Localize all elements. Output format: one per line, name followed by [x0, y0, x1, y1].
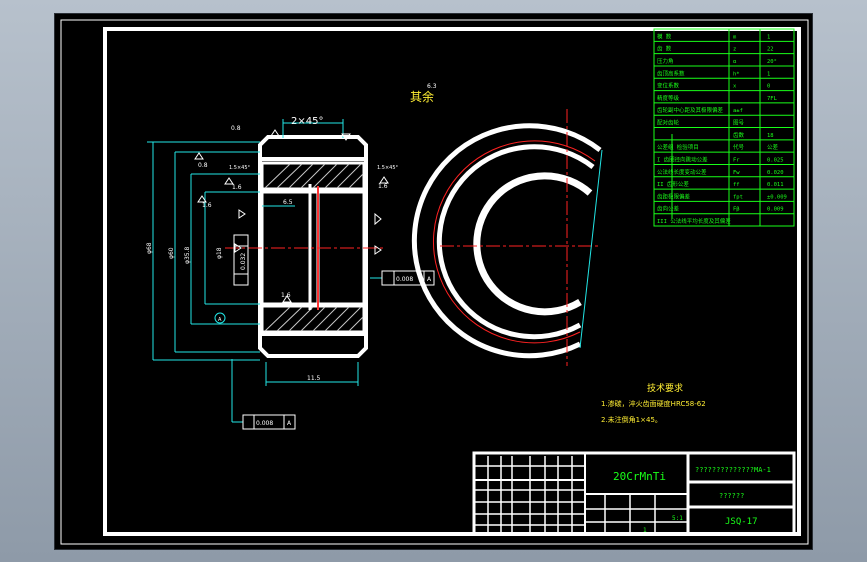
part-name-label: ??????????????MA-1 — [695, 466, 771, 474]
title-block: 20CrMnTi ??????????????MA-1 ?????? JSQ-1… — [472, 451, 796, 536]
dim-hub-label: 6.5 — [283, 199, 293, 206]
drawing-number-label: JSQ-17 — [725, 517, 758, 527]
param-name: II 齿形公差 — [657, 180, 689, 188]
tech-req-1: 1.渗碳，淬火齿面硬度HRC58-62 — [601, 399, 706, 408]
param-value: 20° — [767, 59, 777, 65]
param-symbol: Fw — [733, 170, 740, 176]
gear-parameter-table: 模 数 m 1 齿 数 z 22 压力角 α 20° 齿顶高系数 h* 1 变位系数 x 0 精度等级 7FL 齿… — [653, 28, 795, 227]
cad-viewport[interactable]: 2×45° 1.5×45° 1.5×45° 0.8 0.8 1.6 1.6 1.… — [54, 13, 813, 550]
param-value: 0.020 — [767, 170, 784, 176]
tech-req-2: 2.未注倒角1×45。 — [601, 415, 662, 424]
param-value: 18 — [767, 133, 774, 139]
param-name: 公法线长度变动公差 — [657, 168, 707, 176]
tolerance-bottom-value: 0.008 — [256, 420, 273, 427]
param-symbol: a±f — [733, 108, 743, 114]
param-value: 7FL — [767, 96, 778, 102]
tolerance-bottom-ref: A — [287, 420, 292, 427]
chamfer-right-label: 1.5×45° — [377, 165, 399, 171]
roughness-other-value: 6.3 — [427, 83, 437, 90]
param-value: ±0.009 — [767, 194, 787, 200]
param-value: 0.011 — [767, 182, 784, 188]
param-value: 22 — [767, 47, 774, 53]
param-symbol: z — [733, 47, 736, 53]
tolerance-runout-value: 0.008 — [396, 276, 413, 283]
chamfer-left-label: 1.5×45° — [229, 165, 251, 171]
count-cell: 1 — [643, 527, 647, 534]
param-name: I 齿圈径向跳动公差 — [657, 155, 708, 163]
scale-cell: 5:1 — [672, 515, 683, 522]
param-value: 0.009 — [767, 207, 784, 213]
section-view: 2×45° 1.5×45° 1.5×45° 0.8 0.8 1.6 1.6 1.… — [146, 83, 437, 430]
param-value: 0.025 — [767, 157, 784, 163]
param-name: 齿轮副中心距及其极限偏差 — [657, 106, 724, 114]
param-symbol: x — [733, 84, 737, 90]
param-symbol: 齿数 — [733, 131, 745, 139]
roughness-right-label: 1.6 — [378, 183, 388, 190]
param-symbol: m — [733, 34, 737, 40]
outer-border — [60, 19, 809, 545]
drawing-sheet: 2×45° 1.5×45° 1.5×45° 0.8 0.8 1.6 1.6 1.… — [60, 19, 809, 545]
inner-border — [103, 27, 801, 536]
param-name: 变位系数 — [657, 82, 680, 90]
param-symbol: ff — [733, 182, 740, 188]
roughness-other-label: 其余 — [410, 89, 434, 104]
param-value: 0 — [767, 84, 770, 90]
roughness-left-2-label: 1.6 — [232, 184, 242, 191]
param-name: 齿顶高系数 — [657, 69, 685, 77]
param-symbol: 图号 — [733, 119, 745, 127]
roughness-left-1-label: 0.8 — [198, 162, 208, 169]
dim-mid-label: φ60 — [168, 247, 175, 259]
tolerance-runout-ref: A — [427, 276, 432, 283]
param-name: 配对齿轮 — [657, 119, 680, 127]
param-name: 精度等级 — [657, 94, 680, 102]
material-label: 20CrMnTi — [613, 470, 666, 483]
tolerance-vertical-value: 0.032 — [240, 253, 247, 270]
param-name: 模 数 — [657, 32, 672, 40]
param-name: III 公法线平均长度及其偏差 — [657, 217, 731, 225]
roughness-left-3-label: 1.6 — [202, 202, 212, 209]
param-value: 公差 — [767, 143, 779, 151]
param-name: 齿向公差 — [657, 205, 680, 213]
param-symbol: 代号 — [733, 143, 745, 151]
param-value: 1 — [767, 34, 770, 40]
chamfer-top-label: 2×45° — [291, 116, 323, 127]
datum-label: A — [218, 317, 222, 323]
front-view — [411, 109, 603, 366]
tech-req-title: 技术要求 — [647, 382, 683, 394]
param-name: 公差组 检验项目 — [657, 143, 699, 151]
param-symbol: α — [733, 59, 737, 65]
param-value: 1 — [767, 71, 770, 77]
dim-outer-label: φ68 — [146, 242, 153, 254]
param-symbol: Fβ — [733, 207, 740, 213]
dim-inner1-label: φ35.8 — [184, 247, 191, 265]
dim-inner2-label: φ18 — [216, 247, 223, 259]
param-name: 压力角 — [657, 57, 674, 65]
dim-width-label: 11.5 — [307, 375, 321, 382]
company-label: ?????? — [719, 492, 744, 500]
roughness-top-label: 0.8 — [231, 125, 241, 132]
param-symbol: Fr — [733, 157, 740, 163]
param-symbol: fpt — [733, 194, 743, 200]
param-symbol: h* — [733, 71, 740, 77]
param-name: 齿 数 — [657, 45, 672, 53]
param-name: 齿距极限偏差 — [657, 192, 691, 200]
roughness-bottom-label: 1.6 — [281, 292, 291, 299]
